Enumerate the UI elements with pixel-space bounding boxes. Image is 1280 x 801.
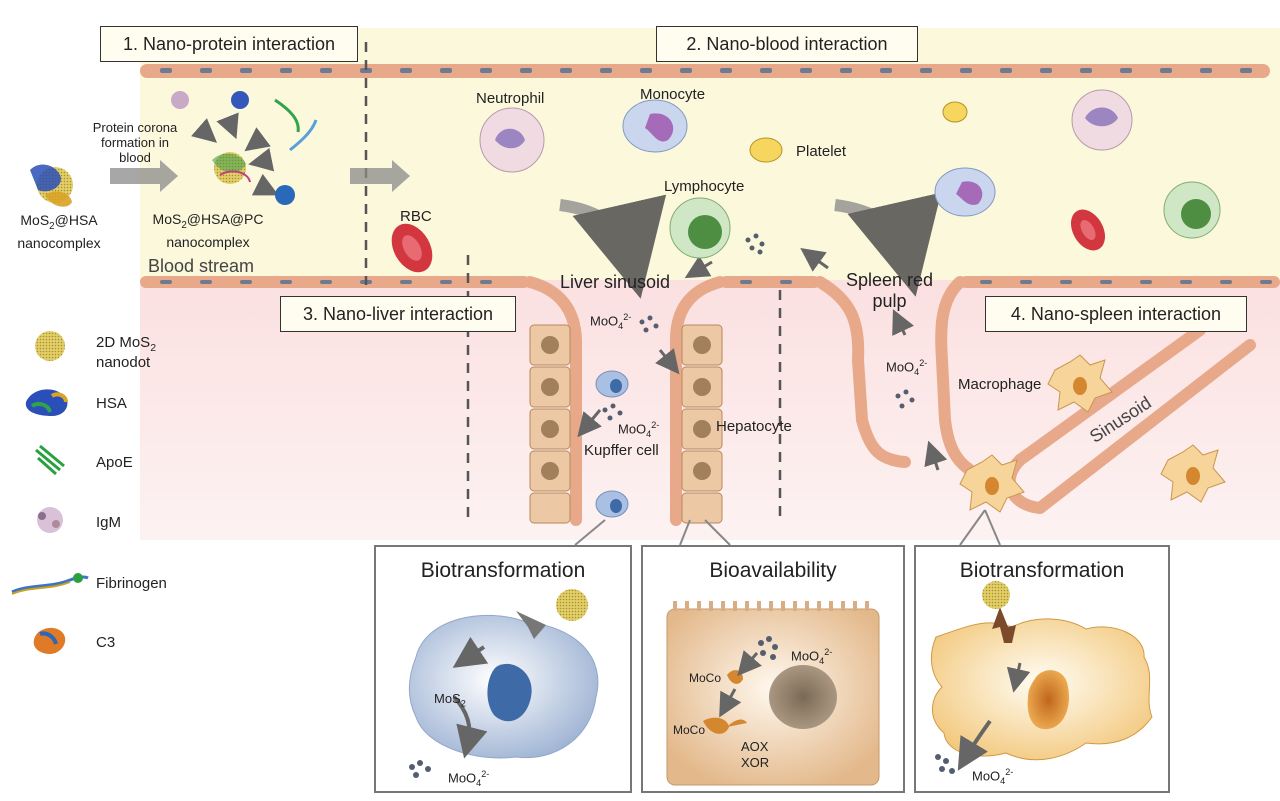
legend-label-igm: IgM [96, 514, 122, 531]
panel-title-left: Biotransformation [420, 559, 586, 582]
lymphocyte-label: Lymphocyte [664, 178, 745, 195]
lymphocyte-cell [669, 181, 1221, 259]
panel-title-right: Biotransformation [959, 559, 1125, 582]
nanodot-icon [35, 331, 65, 361]
liver-sinusoid-wall [524, 276, 726, 526]
moo4-label-liver-top: MoO42- [590, 312, 632, 331]
xor-label: XOR [741, 755, 770, 770]
legend-label-hsa: HSA [96, 395, 127, 412]
platelet-label: Platelet [796, 143, 847, 160]
kupffer-cell [595, 370, 629, 518]
monocyte-cell [622, 99, 688, 153]
moco-label-top: MoCo [689, 671, 722, 685]
hepatocyte-stack-right [681, 324, 723, 524]
flow-arrow [110, 160, 410, 192]
legend-label-nanodot: 2D MoS2 nanodot [96, 334, 157, 371]
panel-connector [574, 509, 1001, 546]
igm-protein-icon [37, 507, 63, 533]
neutrophil-label: Neutrophil [476, 90, 545, 107]
panel-macrophage-biotransformation: Biotransformation MoO42- [914, 545, 1170, 793]
moo4-label-spleen: MoO42- [886, 358, 928, 377]
blood-stream-label: Blood stream [148, 256, 255, 276]
monocyte-cell-2 [934, 167, 996, 217]
kupffer-cell-label: Kupffer cell [584, 442, 659, 459]
spleen-wall [814, 276, 976, 476]
section-title-nano-protein: 1. Nano-protein interaction [100, 26, 358, 62]
hepatocyte-illustration [666, 601, 880, 786]
hepatocyte-label: Hepatocyte [716, 418, 792, 435]
mos2-hsa-label: MoS2@HSA nanocomplex [17, 212, 101, 251]
small-arrow [191, 112, 948, 471]
monocyte-label: Monocyte [640, 86, 706, 103]
neutrophil-cell-2 [1071, 89, 1133, 151]
molybdate-dots [602, 233, 915, 421]
platelet-cell [749, 101, 968, 163]
moo4-label-panel-left: MoO42- [448, 769, 490, 788]
moo4-label-panel-right: MoO42- [972, 767, 1014, 786]
moo4-label-panel-middle: MoO42- [791, 647, 833, 666]
legend-label-fibrinogen: Fibrinogen [96, 575, 167, 592]
section-title-nano-blood: 2. Nano-blood interaction [656, 26, 918, 62]
legend-label-c3: C3 [96, 634, 116, 651]
mos2-label: MoS2 [434, 691, 466, 709]
liver-sinusoid-label: Liver sinusoid [560, 272, 671, 292]
panel-hepatocyte-bioavailability: Bioavailability MoO42- MoCo MoCo AOX XOR [641, 545, 905, 793]
apoe-protein-icon [35, 444, 65, 476]
vessel-wall-top [140, 64, 1270, 78]
legend-label-apoe: ApoE [96, 454, 133, 471]
moo4-label-liver-mid: MoO42- [618, 420, 660, 439]
panel-title-middle: Bioavailability [709, 559, 837, 582]
section-title-nano-spleen: 4. Nano-spleen interaction [985, 296, 1247, 332]
legend: 2D MoS2 nanodot HSA ApoE IgM Fibrinogen … [0, 320, 200, 654]
nanocomplex-icon [30, 164, 73, 207]
panel-kupffer-biotransformation: Biotransformation MoS2 MoO42- [374, 545, 632, 793]
mos2-hsa-pc-label: MoS2@HSA@PC nanocomplex [152, 211, 264, 250]
free-proteins [171, 91, 318, 205]
fibrinogen-protein-icon [11, 573, 89, 595]
hepatocyte-stack-left [529, 324, 571, 524]
moco-label-bottom: MoCo [673, 723, 706, 737]
rbc-label: RBC [400, 208, 432, 225]
aox-label: AOX [741, 739, 769, 754]
section-title-nano-liver: 3. Nano-liver interaction [280, 296, 516, 332]
spleen-macrophage [959, 354, 1226, 513]
flow-arrow-spleen [834, 192, 942, 297]
kupffer-cell-illustration [408, 589, 599, 778]
protein-corona-label: Protein corona formation in blood [92, 120, 178, 165]
flow-arrow-liver [559, 194, 667, 299]
hsa-protein-icon [25, 389, 68, 416]
neutrophil-cell [479, 107, 545, 173]
macrophage-illustration [931, 581, 1153, 774]
red-blood-cell [391, 209, 1106, 273]
protein-corona-cluster [212, 152, 251, 184]
vessel-wall-bottom [140, 276, 1280, 288]
spleen-red-pulp-label: Spleen red pulp [846, 270, 934, 311]
c3-protein-icon [33, 627, 66, 654]
macrophage-label: Macrophage [958, 376, 1042, 393]
